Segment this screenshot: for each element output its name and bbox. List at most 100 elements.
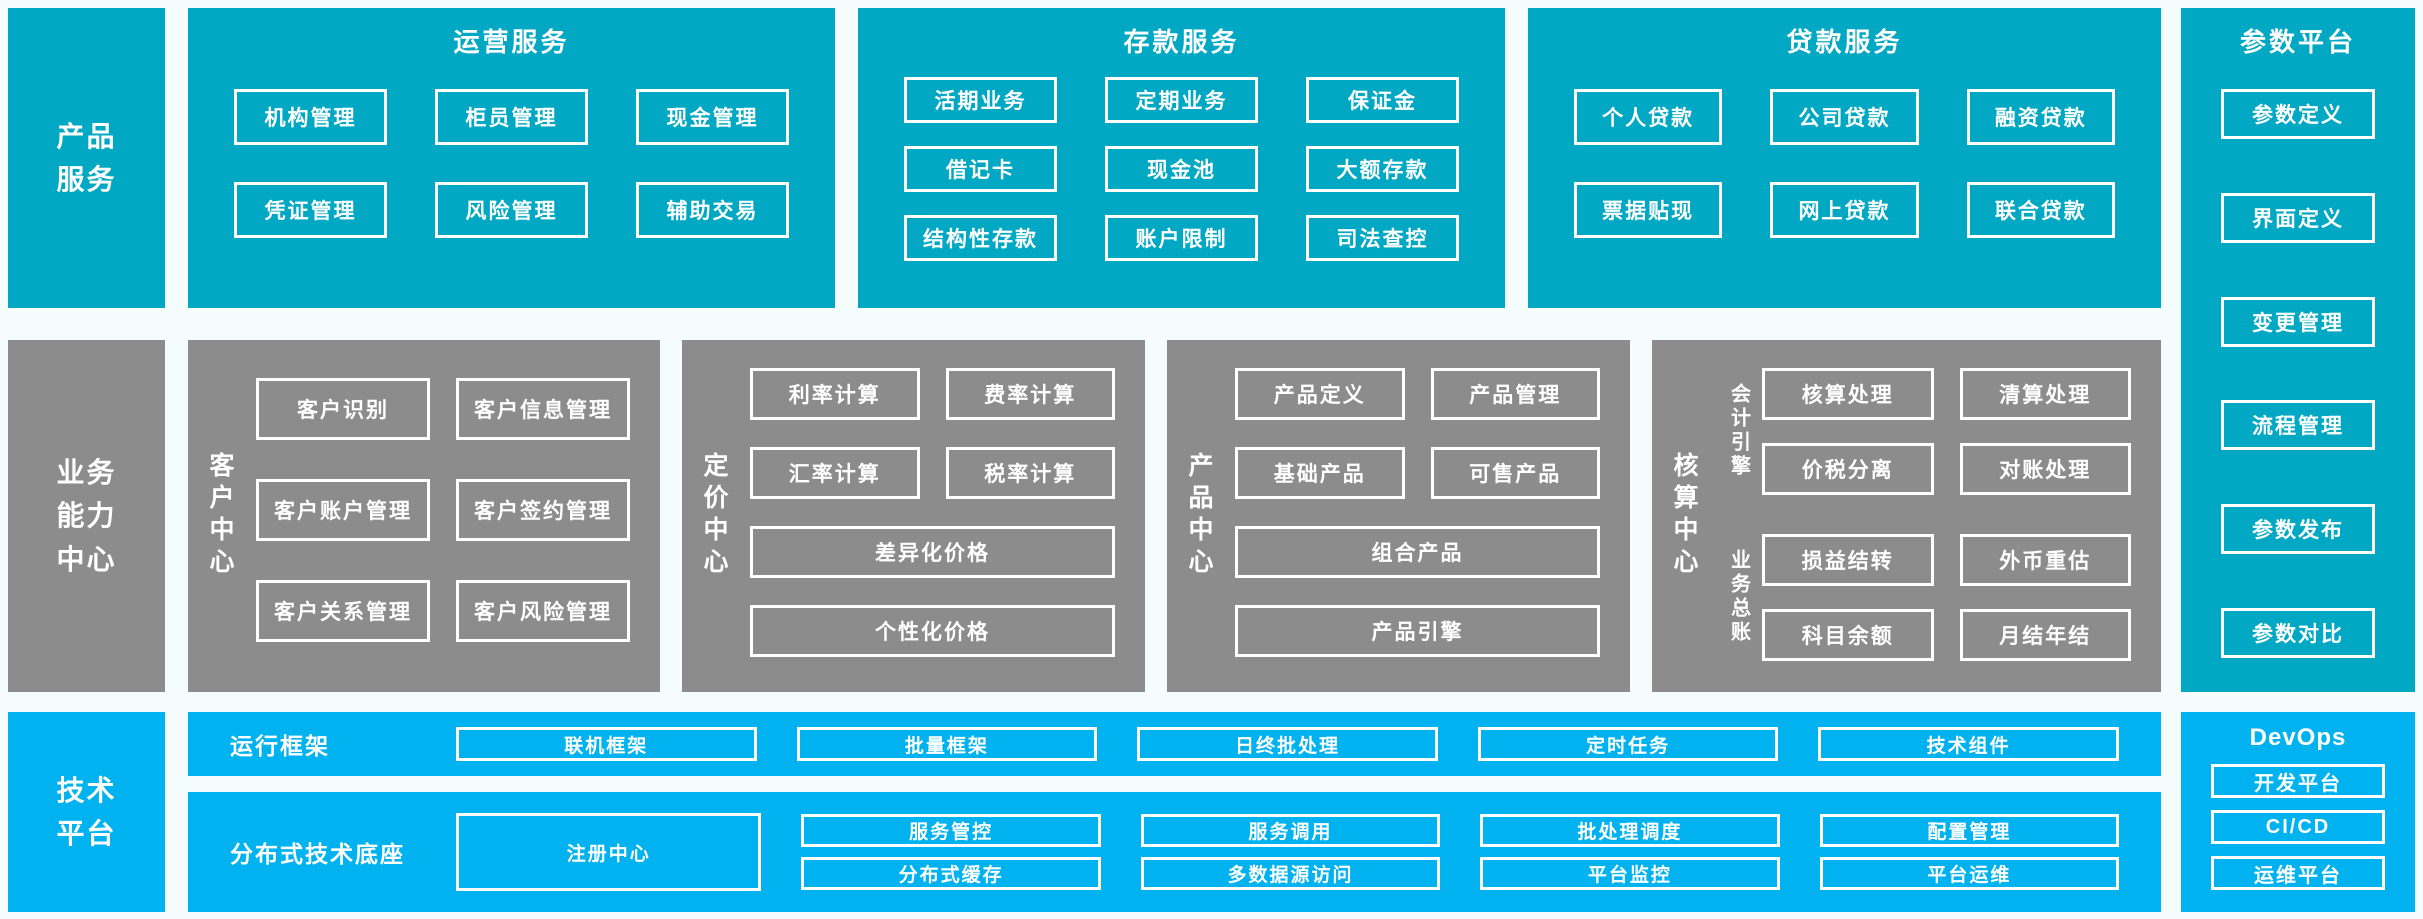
capability-box: 税率计算 (945, 446, 1115, 499)
product-center-panel: 产品中心 产品定义 产品管理 基础产品 可售产品 组合产品 产品引擎 (1167, 340, 1630, 692)
capability-box: 产品管理 (1430, 367, 1600, 420)
service-box: 现金池 (1105, 145, 1258, 192)
service-box: 凭证管理 (234, 181, 387, 238)
parameter-box: 参数定义 (2221, 89, 2375, 139)
label-line: 技术 (56, 774, 117, 806)
tech-box: 批量框架 (796, 727, 1098, 761)
service-box: 定期业务 (1105, 76, 1258, 123)
service-box: 账户限制 (1105, 214, 1258, 261)
accounting-center-panel: 核算中心 会计引擎 核算处理清算处理价税分离对账处理 业务总账 损益结转外币重估… (1652, 340, 2161, 692)
business-capability-label-text: 业务 能力 中心 (56, 451, 116, 581)
service-box: 结构性存款 (904, 214, 1057, 261)
customer-center-grid: 客户识别客户信息管理客户账户管理客户签约管理客户关系管理客户风险管理 (252, 340, 660, 692)
label-line: 服务 (56, 164, 117, 195)
capability-box-wide: 产品引擎 (1235, 604, 1600, 657)
capability-box: 产品定义 (1235, 367, 1405, 420)
accounting-center-label-wrap: 核算中心 (1652, 340, 1716, 692)
loan-services-grid: 个人贷款公司贷款融资贷款票据贴现网上贷款联合贷款 (1528, 59, 2161, 308)
capability-box: 汇率计算 (750, 446, 920, 499)
distributed-column: 批处理调度 平台监控 (1480, 814, 1780, 890)
distributed-column: 配置管理 平台运维 (1819, 814, 2120, 890)
tech-box: 分布式缓存 (801, 857, 1101, 890)
tech-box: 定时任务 (1477, 727, 1779, 761)
service-box: 票据贴现 (1574, 181, 1723, 238)
parameter-platform-panel: 参数平台 参数定义界面定义变更管理流程管理参数发布参数对比 (2181, 8, 2415, 692)
pricing-center-label: 定价中心 (700, 452, 728, 580)
tech-box: 技术组件 (1818, 727, 2119, 761)
deposit-services-grid: 活期业务定期业务保证金借记卡现金池大额存款结构性存款账户限制司法查控 (858, 59, 1505, 308)
deposit-services-panel: 存款服务 活期业务定期业务保证金借记卡现金池大额存款结构性存款账户限制司法查控 (858, 8, 1505, 308)
deposit-services-title: 存款服务 (1123, 27, 1240, 57)
service-box: 联合贷款 (1966, 181, 2115, 238)
service-box: 机构管理 (234, 89, 387, 146)
pricing-center-grid: 利率计算 费率计算 汇率计算 税率计算 差异化价格 个性化价格 (746, 340, 1145, 692)
capability-box: 客户账户管理 (256, 478, 430, 541)
tech-box: 服务调用 (1140, 814, 1441, 847)
capability-box: 客户关系管理 (256, 580, 430, 643)
capability-box-wide: 组合产品 (1235, 525, 1600, 578)
operations-services-grid: 机构管理柜员管理现金管理凭证管理风险管理辅助交易 (188, 59, 835, 308)
capability-box: 损益结转 (1762, 533, 1934, 586)
product-services-label: 产品 服务 (8, 8, 165, 308)
service-box: 司法查控 (1306, 214, 1459, 261)
operations-services-title: 运营服务 (453, 27, 570, 57)
customer-center-label-wrap: 客户中心 (188, 340, 252, 692)
capability-box: 月结年结 (1959, 608, 2131, 661)
registry-center-box: 注册中心 (456, 813, 762, 891)
label-line: 平台 (56, 818, 117, 849)
loan-services-title: 贷款服务 (1786, 27, 1903, 57)
pricing-center-label-wrap: 定价中心 (682, 340, 746, 692)
runtime-framework-label: 运行框架 (230, 733, 330, 759)
product-services-label-text: 产品 服务 (56, 115, 116, 202)
capability-box: 外币重估 (1959, 533, 2131, 586)
capability-box: 客户识别 (256, 377, 430, 440)
label-line: 产品 (56, 120, 117, 152)
business-capability-label: 业务 能力 中心 (8, 340, 165, 692)
product-center-grid: 产品定义 产品管理 基础产品 可售产品 组合产品 产品引擎 (1231, 340, 1630, 692)
business-ledger-group: 业务总账 损益结转外币重估科目余额月结年结 (1716, 522, 2131, 672)
capability-box: 客户风险管理 (456, 580, 630, 643)
pricing-center-panel: 定价中心 利率计算 费率计算 汇率计算 税率计算 差异化价格 个性化价格 (682, 340, 1145, 692)
operations-services-panel: 运营服务 机构管理柜员管理现金管理凭证管理风险管理辅助交易 (188, 8, 835, 308)
devops-box: 运维平台 (2211, 856, 2385, 890)
business-ledger-label: 业务总账 (1727, 549, 1750, 645)
devops-title: DevOps (2249, 724, 2347, 751)
tech-box: 多数据源访问 (1140, 857, 1441, 890)
capability-box: 客户信息管理 (456, 377, 630, 440)
parameter-platform-title: 参数平台 (2239, 27, 2356, 57)
tech-box: 配置管理 (1819, 814, 2120, 847)
label-line: 能力 (56, 500, 117, 532)
service-box: 辅助交易 (636, 181, 789, 238)
distributed-base-boxes: 注册中心 服务管控 分布式缓存 服务调用 多数据源访问 批处理调度 平台监控 配… (456, 813, 2120, 891)
capability-box: 价税分离 (1762, 442, 1934, 495)
service-box: 活期业务 (904, 76, 1057, 123)
distributed-base-label: 分布式技术底座 (230, 841, 405, 867)
tech-platform-label-text: 技术 平台 (56, 769, 116, 856)
label-line: 业务 (56, 456, 117, 488)
business-ledger-grid: 损益结转外币重估科目余额月结年结 (1762, 522, 2131, 672)
product-center-label: 产品中心 (1185, 452, 1213, 580)
capability-box-wide: 个性化价格 (750, 604, 1115, 657)
customer-center-panel: 客户中心 客户识别客户信息管理客户账户管理客户签约管理客户关系管理客户风险管理 (188, 340, 660, 692)
tech-box: 批处理调度 (1480, 814, 1780, 847)
capability-box: 科目余额 (1762, 608, 1934, 661)
parameter-box: 参数发布 (2221, 504, 2375, 555)
service-box: 柜员管理 (435, 89, 588, 146)
service-box: 个人贷款 (1574, 89, 1723, 146)
parameter-box: 变更管理 (2221, 296, 2375, 347)
tech-box: 日终批处理 (1137, 727, 1438, 761)
accounting-center-label: 核算中心 (1670, 452, 1698, 580)
capability-box: 利率计算 (750, 367, 920, 420)
tech-box: 服务管控 (801, 814, 1101, 847)
service-box: 大额存款 (1306, 145, 1459, 192)
accounting-engine-grid: 核算处理清算处理价税分离对账处理 (1762, 356, 2131, 506)
devops-box: CI/CD (2211, 810, 2385, 844)
distributed-base-row: 分布式技术底座 注册中心 服务管控 分布式缓存 服务调用 多数据源访问 批处理调… (188, 792, 2161, 912)
capability-box: 可售产品 (1430, 446, 1600, 499)
distributed-column: 服务管控 分布式缓存 (801, 814, 1101, 890)
tech-box: 平台运维 (1819, 857, 2120, 890)
service-box: 现金管理 (636, 89, 789, 146)
parameter-platform-list: 参数定义界面定义变更管理流程管理参数发布参数对比 (2181, 59, 2415, 692)
business-ledger-label-wrap: 业务总账 (1716, 522, 1762, 672)
